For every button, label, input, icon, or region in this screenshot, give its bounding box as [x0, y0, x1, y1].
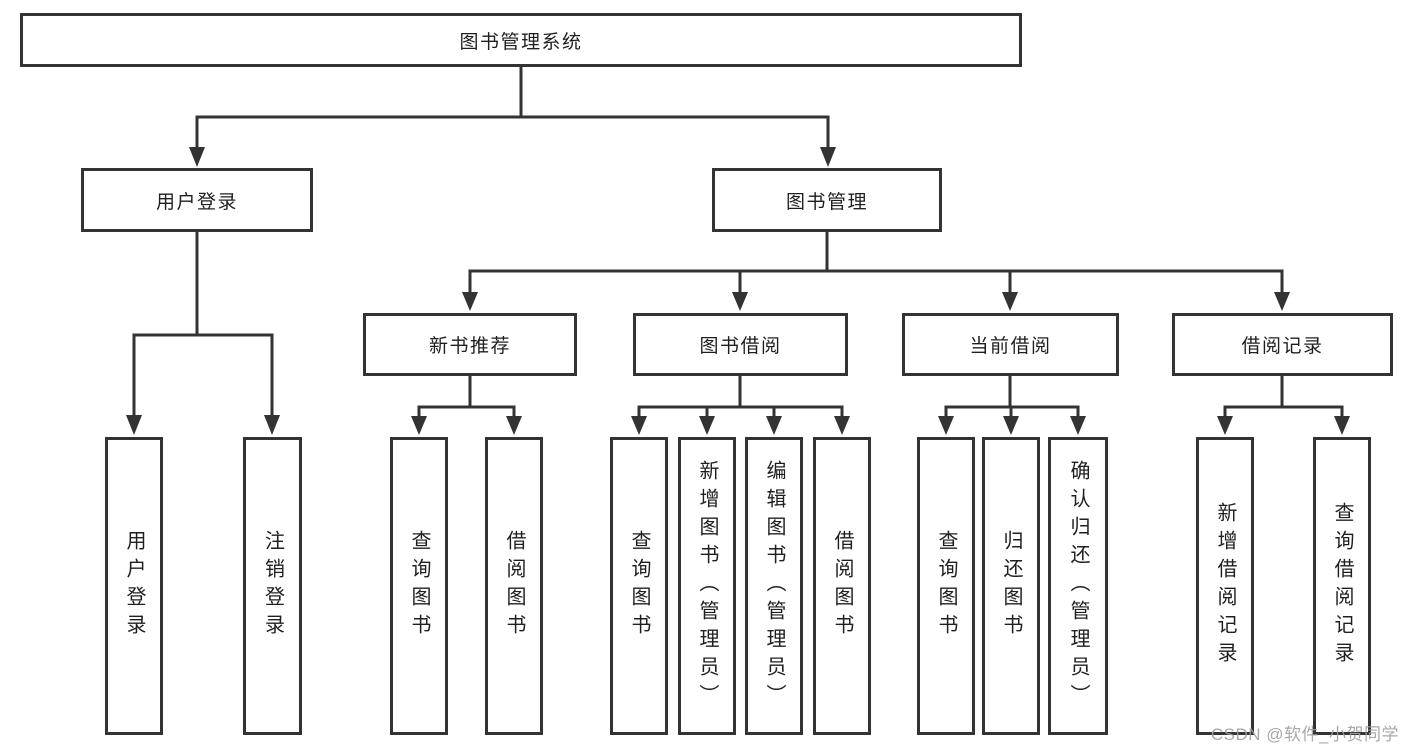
arrowhead-icon — [1217, 416, 1233, 435]
arrowhead-icon — [462, 292, 478, 311]
leaf-query-books-current: 查询图书 — [917, 437, 975, 735]
arrowhead-icon — [938, 416, 954, 435]
connector-book-management — [462, 230, 1290, 311]
arrowhead-icon — [126, 415, 142, 435]
leaf-user-login-label: 用户登录 — [123, 530, 145, 642]
leaf-logout: 注销登录 — [243, 437, 302, 735]
node-book-borrow-label: 图书借阅 — [699, 336, 782, 357]
node-user-login: 用户登录 — [81, 168, 313, 232]
arrowhead-icon — [631, 416, 647, 435]
arrowhead-icon — [189, 147, 205, 167]
leaf-query-books-recommend: 查询图书 — [390, 437, 448, 735]
arrowhead-icon — [506, 416, 522, 435]
arrowhead-icon — [834, 416, 850, 435]
arrowhead-icon — [1003, 416, 1019, 435]
connector-user-login — [126, 230, 280, 435]
node-book-management: 图书管理 — [712, 168, 942, 232]
leaf-confirm-return-admin-label: 确认归还（管理员） — [1067, 460, 1089, 712]
leaf-user-login: 用户登录 — [105, 437, 163, 735]
leaf-query-books-recommend-label: 查询图书 — [408, 530, 430, 642]
arrowhead-icon — [264, 415, 280, 435]
node-root: 图书管理系统 — [20, 13, 1022, 67]
connector-root — [189, 65, 836, 167]
leaf-add-borrow-record-label: 新增借阅记录 — [1214, 502, 1236, 670]
node-borrow-records: 借阅记录 — [1172, 313, 1393, 376]
leaf-query-books-borrow-label: 查询图书 — [628, 530, 650, 642]
leaf-return-books-label: 归还图书 — [1000, 530, 1022, 642]
leaf-add-borrow-record: 新增借阅记录 — [1196, 437, 1254, 735]
leaf-edit-books-admin-label: 编辑图书（管理员） — [763, 460, 785, 712]
arrowhead-icon — [1002, 292, 1018, 311]
leaf-borrow-books-label: 借阅图书 — [831, 530, 853, 642]
leaf-confirm-return-admin: 确认归还（管理员） — [1048, 437, 1108, 735]
arrowhead-icon — [411, 416, 427, 435]
arrowhead-icon — [732, 292, 748, 311]
arrowhead-icon — [699, 416, 715, 435]
leaf-query-borrow-record-label: 查询借阅记录 — [1331, 502, 1353, 670]
arrowhead-icon — [1334, 416, 1350, 435]
leaf-query-books-borrow: 查询图书 — [610, 437, 668, 735]
node-current-borrow: 当前借阅 — [902, 313, 1119, 376]
node-current-borrow-label: 当前借阅 — [969, 336, 1052, 357]
leaf-query-books-current-label: 查询图书 — [935, 530, 957, 642]
arrowhead-icon — [1070, 416, 1086, 435]
leaf-borrow-books-recommend-label: 借阅图书 — [503, 530, 525, 642]
connector-new-book-recommend — [411, 374, 522, 435]
leaf-edit-books-admin: 编辑图书（管理员） — [745, 437, 803, 735]
arrowhead-icon — [766, 416, 782, 435]
node-new-book-recommend: 新书推荐 — [363, 313, 577, 376]
leaf-add-books-admin-label: 新增图书（管理员） — [696, 460, 718, 712]
leaf-borrow-books-recommend: 借阅图书 — [485, 437, 543, 735]
arrowhead-icon — [820, 147, 836, 167]
csdn-watermark: CSDN @软件_小贺同学 — [1210, 725, 1399, 744]
arrowhead-icon — [1274, 292, 1290, 311]
leaf-logout-label: 注销登录 — [261, 530, 284, 642]
leaf-return-books: 归还图书 — [982, 437, 1040, 735]
node-root-label: 图书管理系统 — [459, 31, 583, 53]
node-user-login-label: 用户登录 — [155, 191, 238, 213]
leaf-borrow-books: 借阅图书 — [813, 437, 871, 735]
connector-borrow-records — [1217, 374, 1350, 435]
connector-book-borrow — [631, 374, 850, 435]
node-book-management-label: 图书管理 — [785, 191, 868, 213]
node-book-borrow: 图书借阅 — [633, 313, 848, 376]
leaf-add-books-admin: 新增图书（管理员） — [678, 437, 736, 735]
leaf-query-borrow-record: 查询借阅记录 — [1313, 437, 1371, 735]
node-new-book-recommend-label: 新书推荐 — [428, 336, 511, 357]
connector-current-borrow — [938, 374, 1086, 435]
node-borrow-records-label: 借阅记录 — [1241, 336, 1324, 357]
